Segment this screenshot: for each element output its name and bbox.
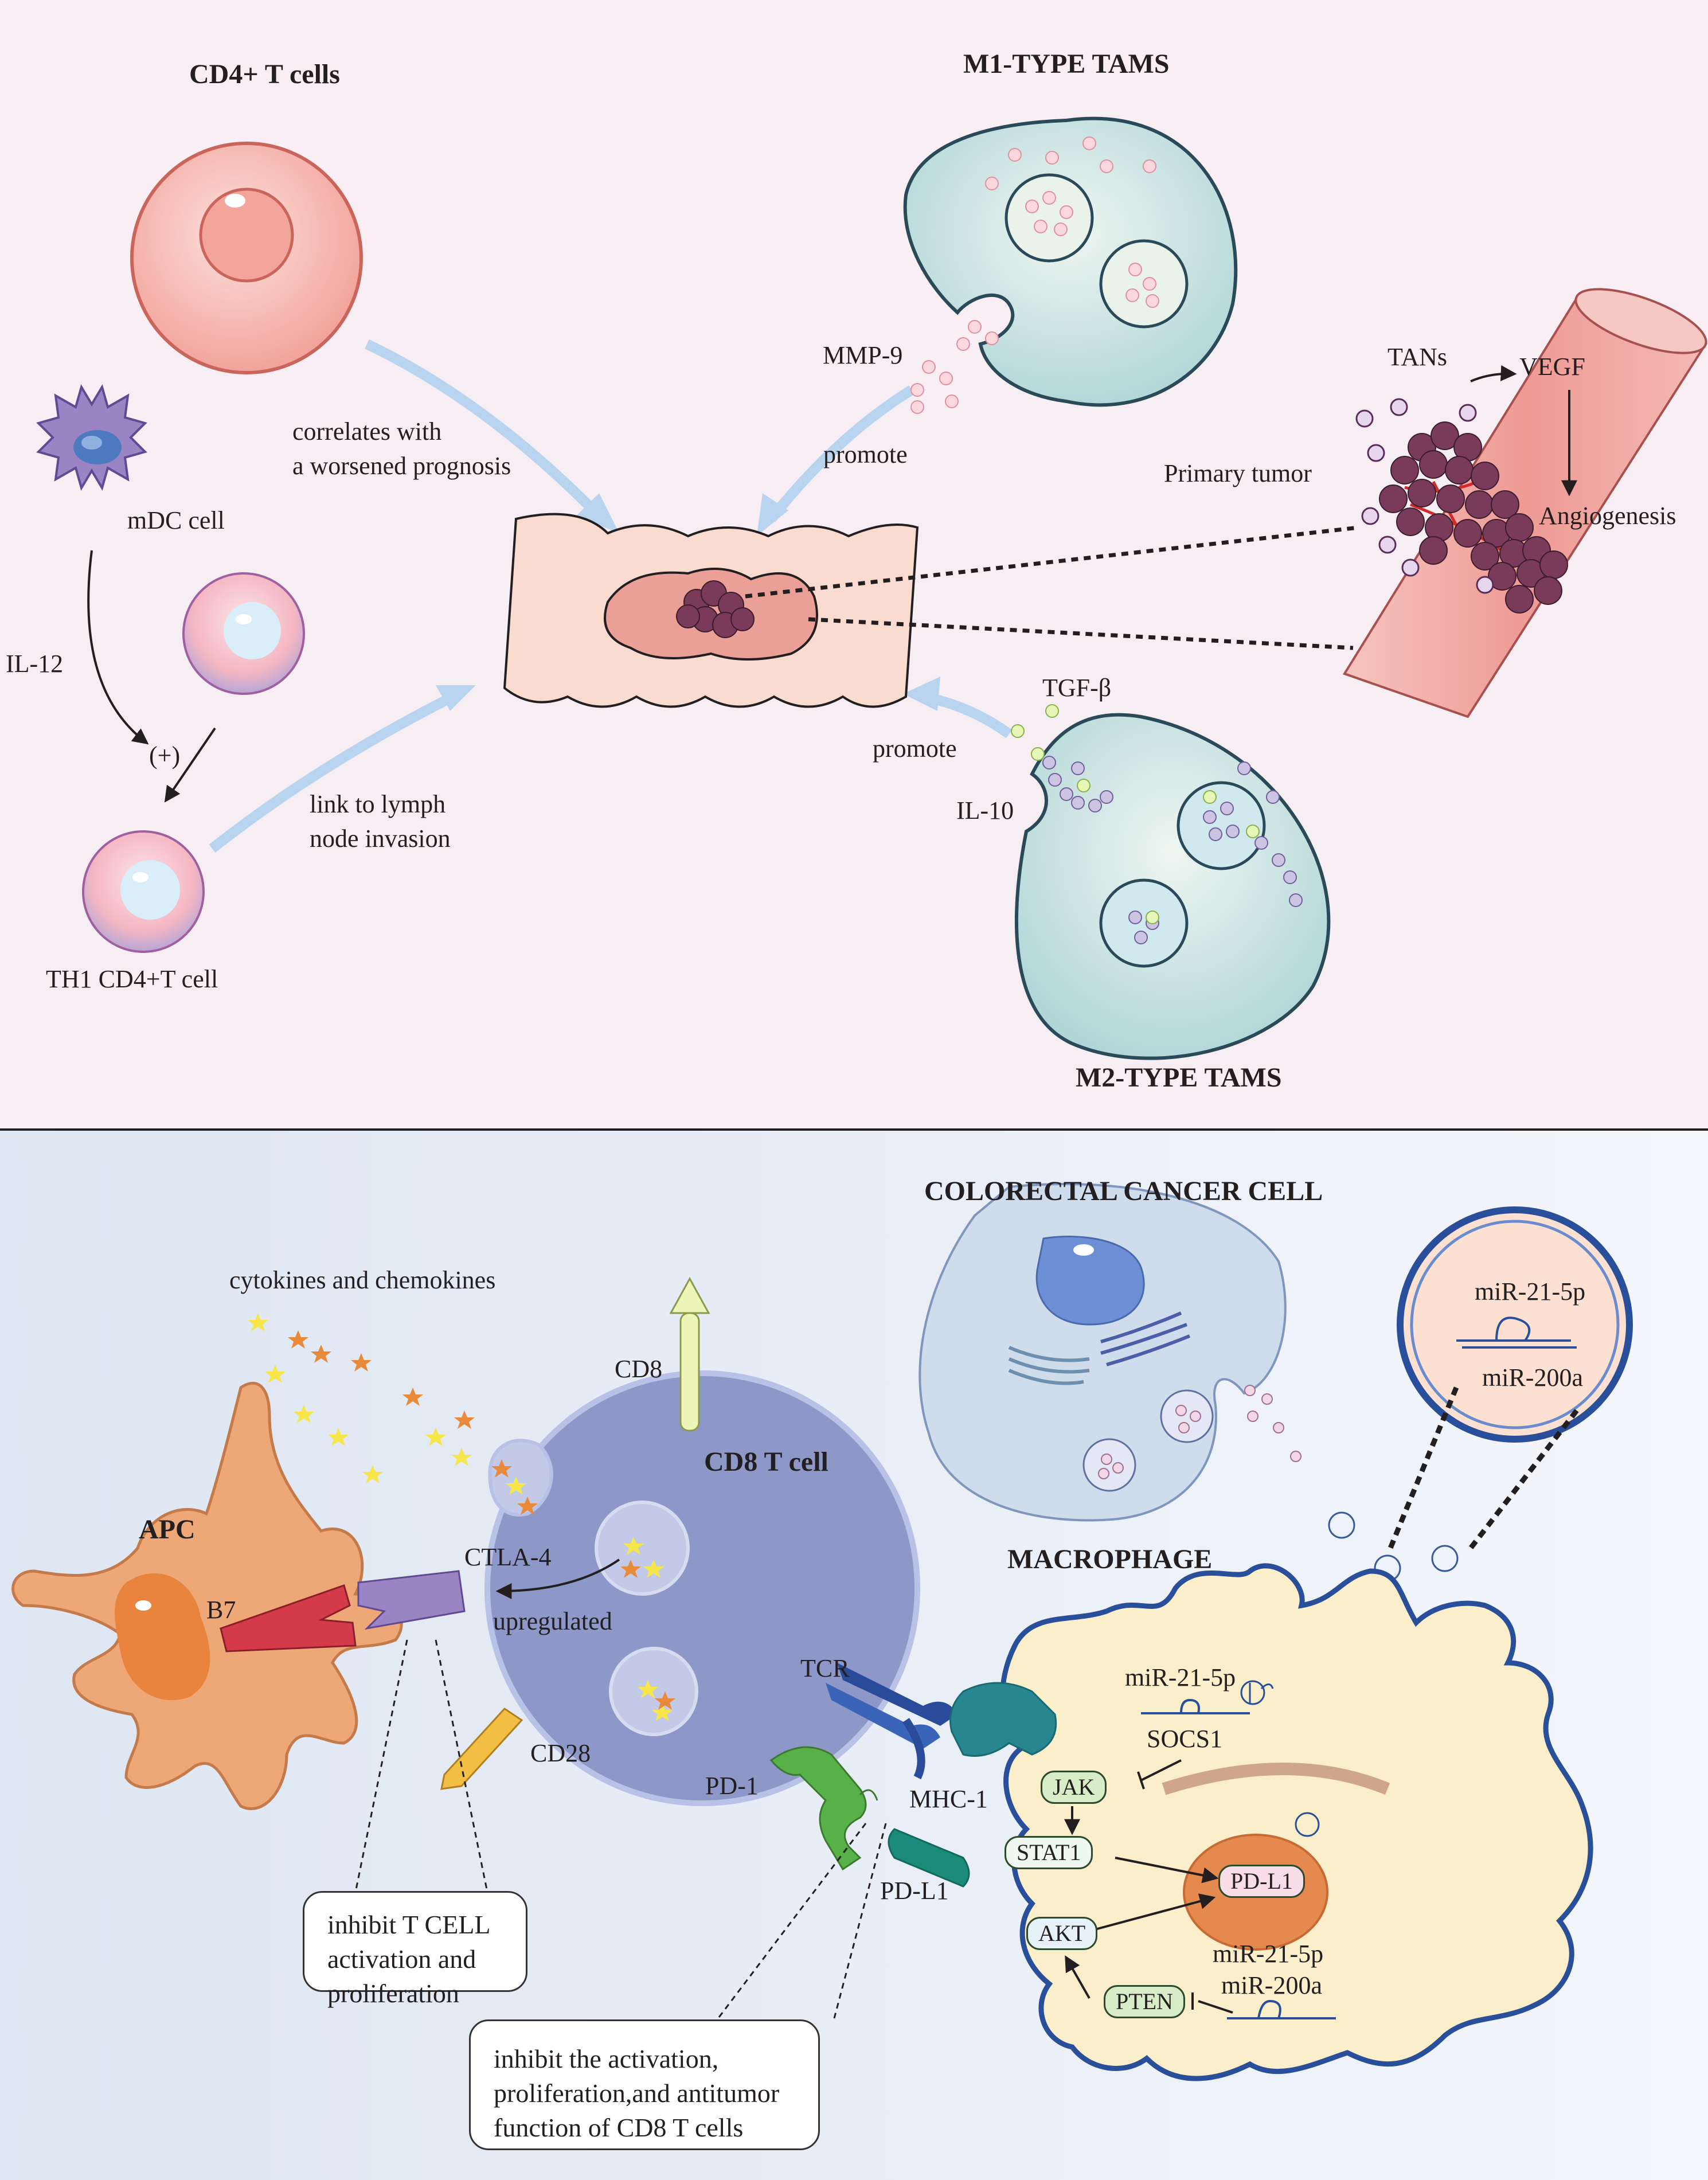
mir21-upper-label: miR-21-5p <box>1125 1663 1236 1691</box>
cd4-title: CD4+ T cells <box>189 59 340 89</box>
correlates-line1: correlates with <box>292 417 442 446</box>
tans-label: TANs <box>1387 343 1448 371</box>
macrophage-cell <box>1000 1563 1593 2081</box>
primary-tumor-label: Primary tumor <box>1164 459 1312 487</box>
m1-tam <box>903 116 1238 414</box>
jak-node: JAK <box>1041 1771 1107 1804</box>
tans-cells <box>1355 398 1494 594</box>
naive-t-cell <box>182 572 305 695</box>
tcr-label: TCR <box>800 1654 850 1682</box>
cd8-t-cell <box>484 1276 920 1806</box>
inhibit-cd8-box: inhibit the activation, proliferation,an… <box>469 2019 820 2150</box>
mir-bubble-line2: miR-200a <box>1482 1364 1583 1392</box>
inhibit-tcell-box: inhibit T CELL activation and proliferat… <box>303 1891 527 2008</box>
inhibit-cd8-line2: proliferation,and antitumor <box>494 2078 780 2108</box>
cd8-title: CD8 T cell <box>704 1447 828 1477</box>
inhibit-tcell-line1: inhibit T CELL <box>327 1910 491 1939</box>
mir200a-lower-label: miR-200a <box>1221 1971 1322 1999</box>
mdc-label: mDC cell <box>127 506 225 534</box>
vegf-label: VEGF <box>1519 353 1585 381</box>
inhibit-tcell-line2: activation and <box>327 1944 476 1974</box>
inhibit-tcell-line3: proliferation <box>327 1978 459 2008</box>
tgf-label: TGF-β <box>1042 674 1112 702</box>
pd1-label: PD-1 <box>705 1772 759 1800</box>
cd8-marker-label: CD8 <box>615 1355 663 1383</box>
promote-top: promote <box>823 440 908 468</box>
upregulated-label: upregulated <box>493 1607 612 1635</box>
cytokines-label: cytokines and chemokines <box>229 1266 496 1294</box>
apc-cell <box>11 1381 403 1810</box>
colon-tumor <box>503 513 919 708</box>
il12-label: IL-12 <box>6 650 64 678</box>
inhibit-cd8-line1: inhibit the activation, <box>494 2044 719 2073</box>
m2-title: M2-TYPE TAMS <box>1076 1062 1282 1093</box>
m1-title: M1-TYPE TAMS <box>963 49 1170 79</box>
m2-tam <box>1011 704 1331 1060</box>
pdl1-node: PD-L1 <box>1218 1865 1305 1898</box>
pten-node: PTEN <box>1104 1985 1185 2018</box>
mir-bubble <box>1397 1206 1633 1443</box>
colorectal-cancer-cell <box>919 1183 1301 1522</box>
inhibit-cd8-line3: function of CD8 T cells <box>494 2112 744 2142</box>
mmp9-label: MMP-9 <box>823 341 903 369</box>
angiogenesis-label: Angiogenesis <box>1539 502 1676 530</box>
mhc1-receptor <box>949 1682 1057 1757</box>
link-line1: link to lymph <box>310 790 446 818</box>
mdc-cell <box>36 384 147 491</box>
akt-node: AKT <box>1026 1917 1098 1950</box>
cytokine-stars <box>248 1313 675 1721</box>
cd28-label: CD28 <box>530 1739 591 1767</box>
primary-tumor-cluster <box>1379 421 1568 614</box>
plus-label: (+) <box>149 741 181 769</box>
th1-label: TH1 CD4+T cell <box>46 965 218 993</box>
mir-bubble-line1: miR-21-5p <box>1475 1277 1586 1306</box>
correlates-line2: a worsened prognosis <box>292 452 511 480</box>
apc-title: APC <box>139 1514 196 1545</box>
crc-title: COLORECTAL CANCER CELL <box>924 1176 1323 1206</box>
macrophage-title: MACROPHAGE <box>1007 1544 1213 1575</box>
b7-label: B7 <box>206 1596 236 1624</box>
ctla4-label: CTLA-4 <box>464 1543 552 1571</box>
cd4-t-cell <box>130 142 363 374</box>
th1-cd4-t-cell <box>82 830 205 953</box>
promote-bottom: promote <box>873 735 957 763</box>
mhc1-label: MHC-1 <box>909 1785 988 1813</box>
link-line2: node invasion <box>310 825 451 853</box>
socs1-label: SOCS1 <box>1147 1725 1223 1753</box>
pdl1-ligand-label: PD-L1 <box>880 1877 949 1905</box>
stat1-node: STAT1 <box>1005 1836 1093 1869</box>
il10-label: IL-10 <box>956 796 1014 825</box>
tcr-receptor <box>826 1663 957 1780</box>
mir21-lower-label: miR-21-5p <box>1213 1940 1324 1968</box>
